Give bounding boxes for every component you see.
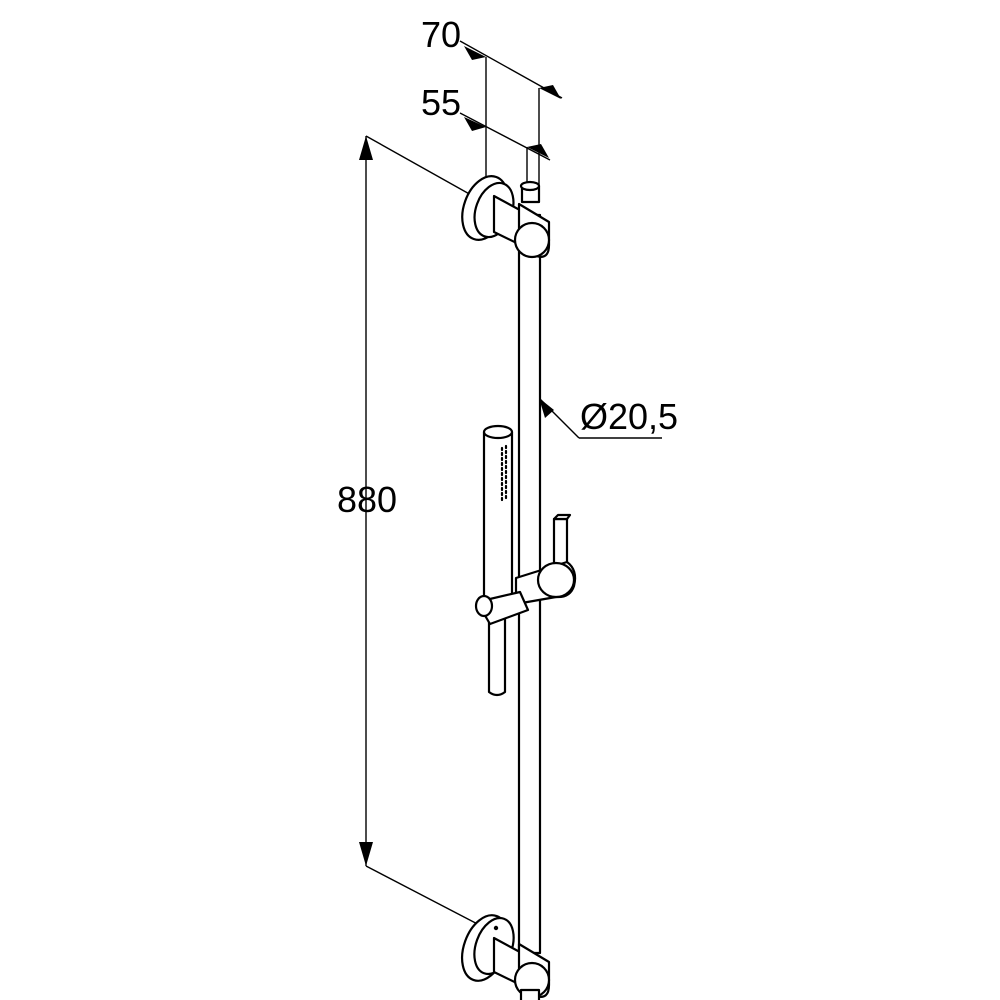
top-wall-bracket — [461, 175, 551, 259]
width-outer-arrow-right — [539, 85, 561, 99]
top-bracket-cap-face — [513, 221, 551, 259]
hand-shower-handle — [487, 603, 507, 697]
diameter-arrow — [539, 398, 554, 418]
width-inner-label: 55 — [421, 82, 461, 123]
height-label: 880 — [337, 479, 397, 520]
slider-lever-top — [552, 513, 572, 521]
width-inner-dimension: 55 — [421, 82, 551, 186]
holder-knob — [474, 594, 494, 618]
width-outer-arrow-left — [464, 46, 486, 60]
hand-shower-head-top — [482, 424, 514, 440]
bottom-rail-end — [519, 988, 541, 1000]
diameter-dimension: Ø20,5 — [538, 396, 678, 439]
width-outer-dimension: 70 — [421, 14, 563, 205]
height-extension-bottom — [365, 865, 490, 931]
bottom-wall-bracket — [460, 914, 551, 1000]
width-inner-arrow-right — [527, 144, 549, 158]
spray-nozzles — [500, 444, 508, 502]
slider-lever — [552, 517, 569, 570]
hand-shower — [482, 424, 514, 697]
height-arrow-top — [359, 136, 373, 160]
width-inner-arrow-left — [464, 117, 486, 131]
height-dimension: 880 — [337, 135, 490, 931]
slider-holder — [474, 513, 577, 626]
width-outer-label: 70 — [421, 14, 461, 55]
hand-shower-head — [482, 430, 514, 607]
top-rail-end-face — [519, 180, 541, 192]
bottom-rosette-screw — [493, 925, 499, 931]
width-inner-dimension-line — [459, 112, 551, 161]
slider-clamp-face — [536, 561, 576, 599]
diameter-label: Ø20,5 — [580, 396, 678, 437]
height-arrow-bottom — [359, 842, 373, 866]
